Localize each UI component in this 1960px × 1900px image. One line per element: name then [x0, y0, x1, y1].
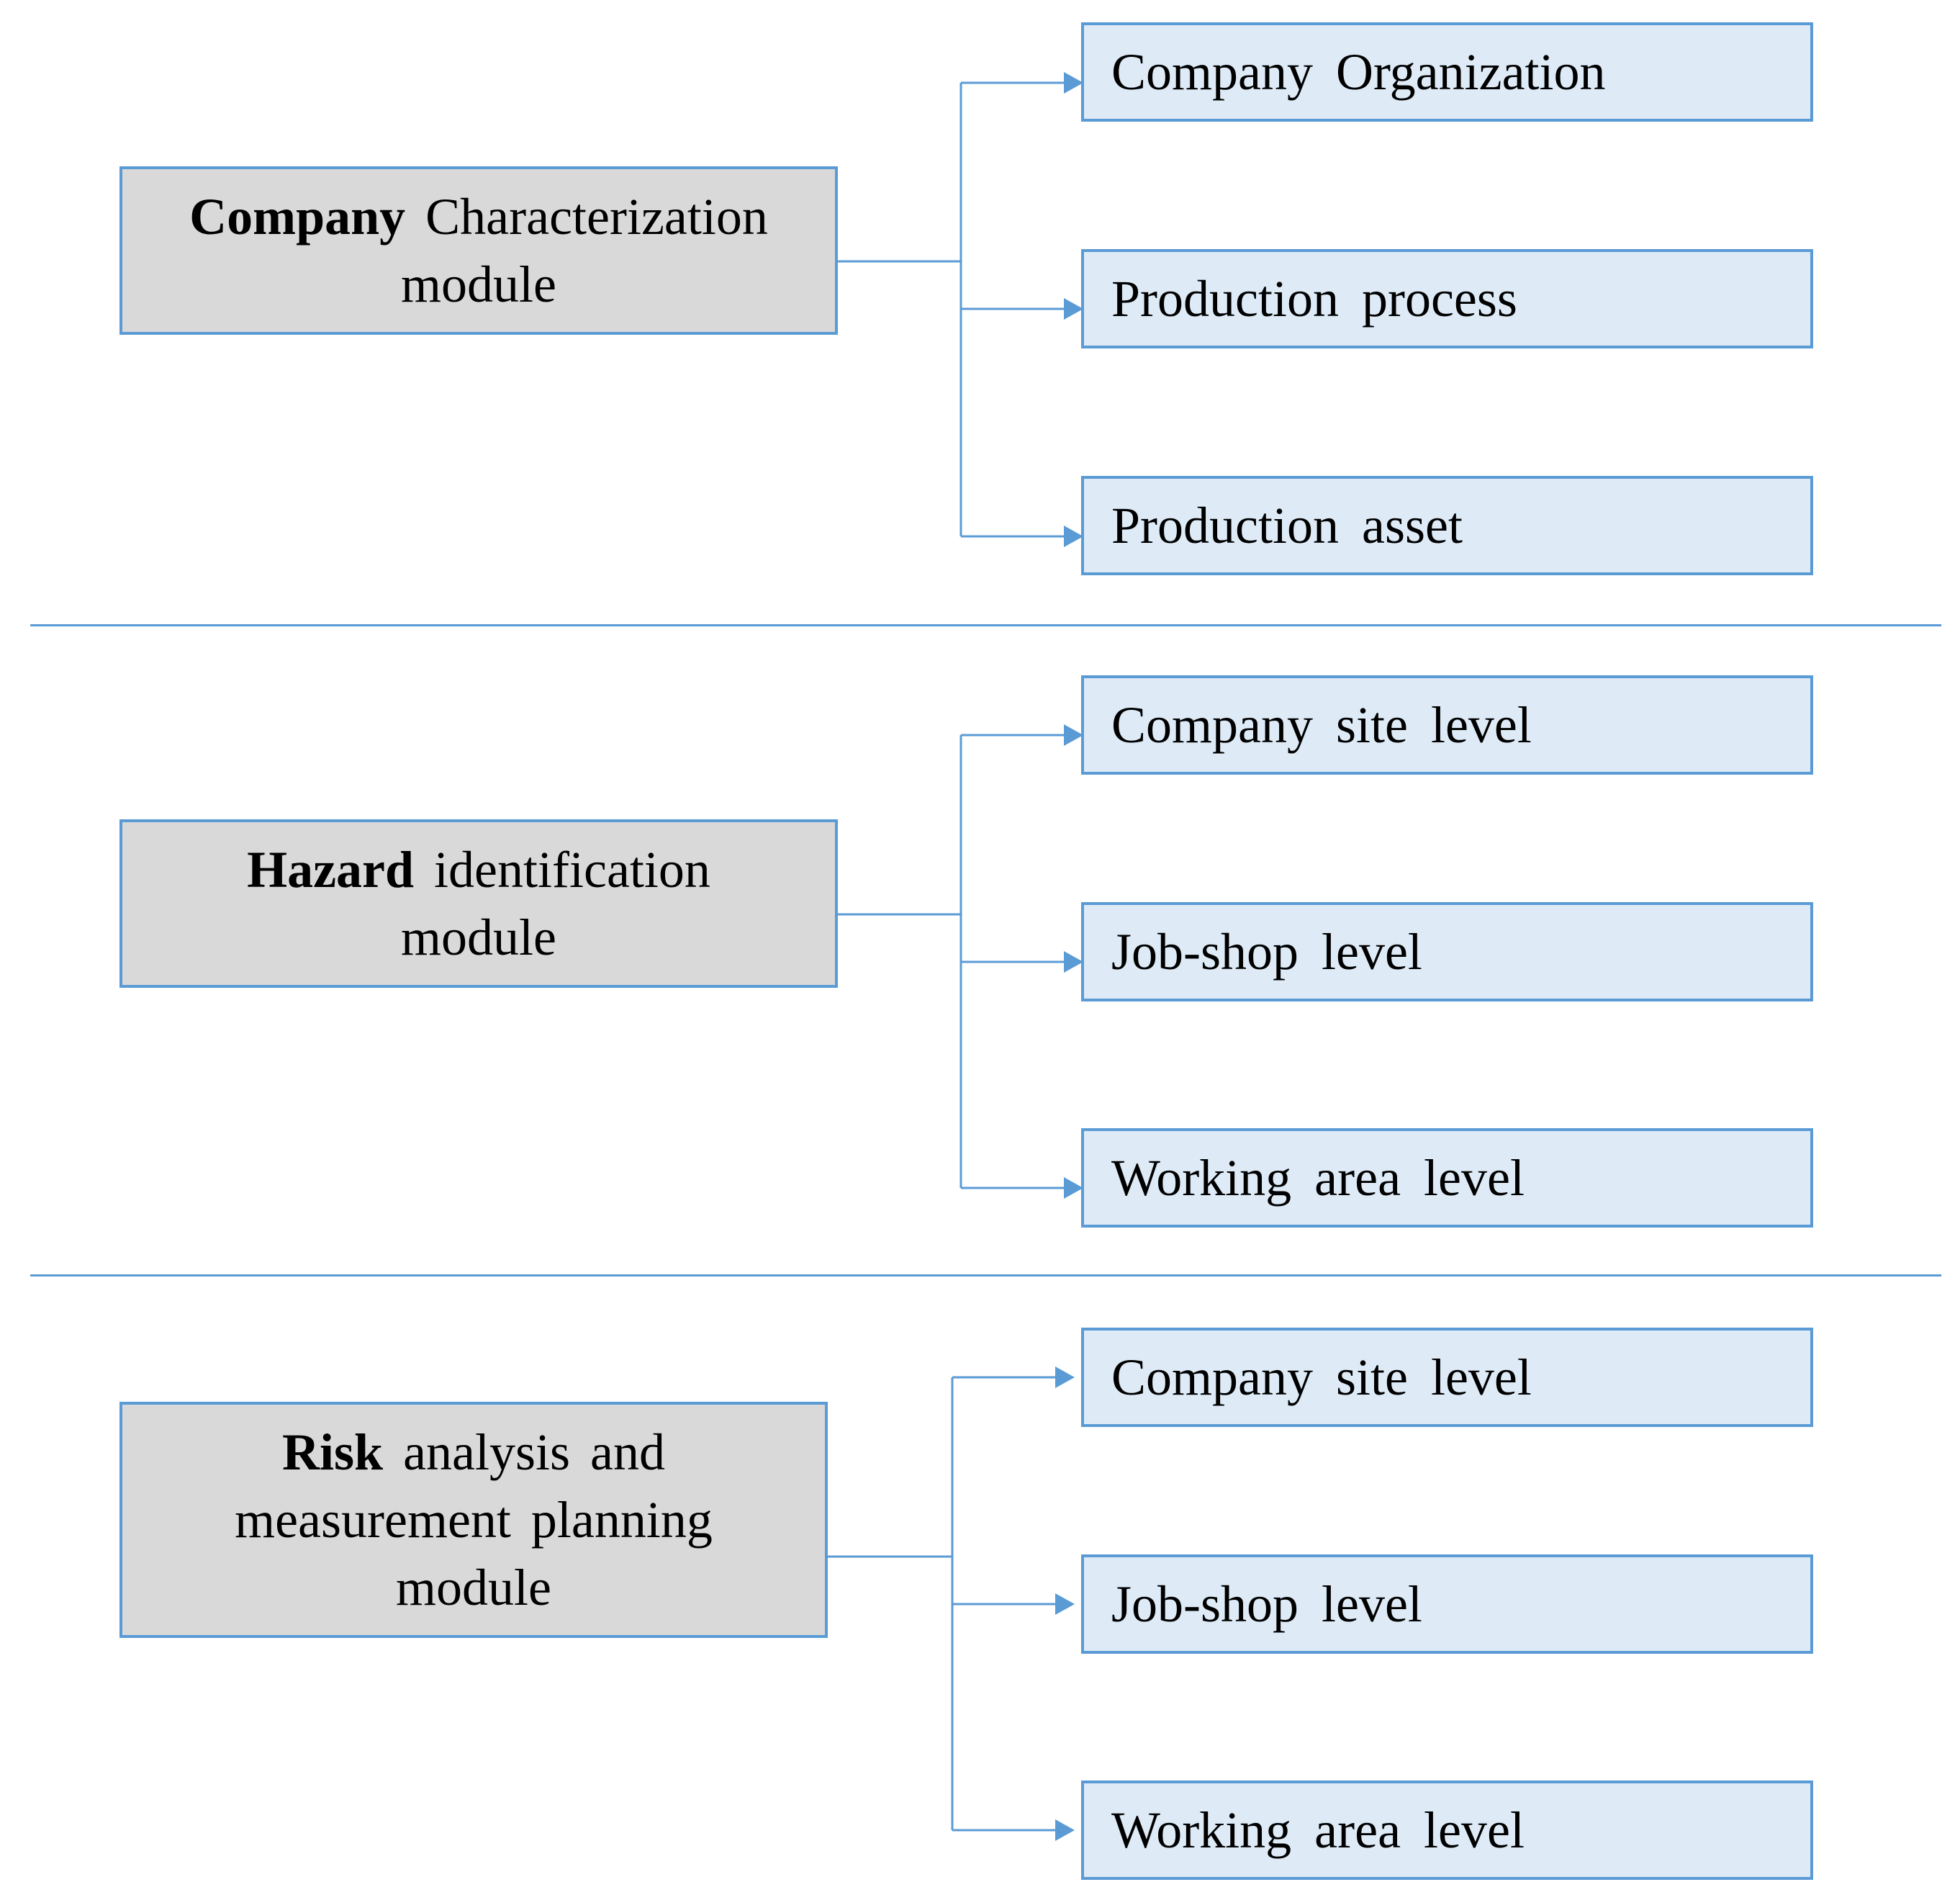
- child-label: Company site level: [1111, 1348, 1532, 1406]
- risk-analysis-module: Risk analysis and measurement planning m…: [119, 1402, 828, 1638]
- section-1-connectors: [838, 72, 1083, 547]
- child-box-production-process: Production process: [1081, 249, 1813, 348]
- child-label: Company Organization: [1111, 42, 1606, 101]
- child-box-working-area-level: Working area level: [1081, 1128, 1813, 1228]
- company-characterization-module: Company Characterization module: [119, 166, 838, 335]
- child-box-company-site-level: Company site level: [1081, 1328, 1813, 1427]
- module-keyword: Hazard: [247, 841, 415, 899]
- child-box-working-area-level: Working area level: [1081, 1780, 1813, 1880]
- child-box-job-shop-level: Job-shop level: [1081, 1554, 1813, 1654]
- child-box-company-site-level: Company site level: [1081, 675, 1813, 775]
- section-2-connectors: [838, 724, 1083, 1199]
- child-label: Production asset: [1111, 496, 1463, 554]
- module-line-2: module: [401, 256, 556, 313]
- module-line-1-rest: identification: [434, 841, 710, 899]
- section-divider-1: [30, 624, 1941, 626]
- module-line-2: module: [401, 909, 556, 966]
- module-line-3: module: [396, 1559, 551, 1616]
- child-box-company-organization: Company Organization: [1081, 22, 1813, 122]
- module-text: Company Characterization module: [189, 183, 768, 318]
- module-line-1: Company Characterization: [189, 183, 768, 251]
- hazard-identification-module: Hazard identification module: [119, 819, 838, 988]
- module-keyword: Company: [189, 188, 406, 246]
- module-text: Risk analysis and measurement planning m…: [235, 1418, 713, 1621]
- module-line-1: Hazard identification: [247, 836, 710, 904]
- module-text: Hazard identification module: [247, 836, 710, 971]
- child-label: Working area level: [1111, 1148, 1525, 1207]
- module-keyword: Risk: [282, 1423, 384, 1481]
- child-label: Working area level: [1111, 1801, 1525, 1859]
- child-label: Job-shop level: [1111, 1575, 1422, 1633]
- module-line-1: Risk analysis and: [235, 1418, 713, 1486]
- child-box-production-asset: Production asset: [1081, 476, 1813, 575]
- section-divider-2: [30, 1274, 1941, 1277]
- child-label: Production process: [1111, 269, 1517, 328]
- section-3-connectors: [828, 1367, 1075, 1841]
- module-line-2: measurement planning: [235, 1491, 713, 1549]
- module-line-1-rest: Characterization: [425, 188, 768, 246]
- module-line-1-rest: analysis and: [403, 1423, 665, 1481]
- child-box-job-shop-level: Job-shop level: [1081, 902, 1813, 1001]
- child-label: Job-shop level: [1111, 922, 1422, 981]
- child-label: Company site level: [1111, 695, 1532, 754]
